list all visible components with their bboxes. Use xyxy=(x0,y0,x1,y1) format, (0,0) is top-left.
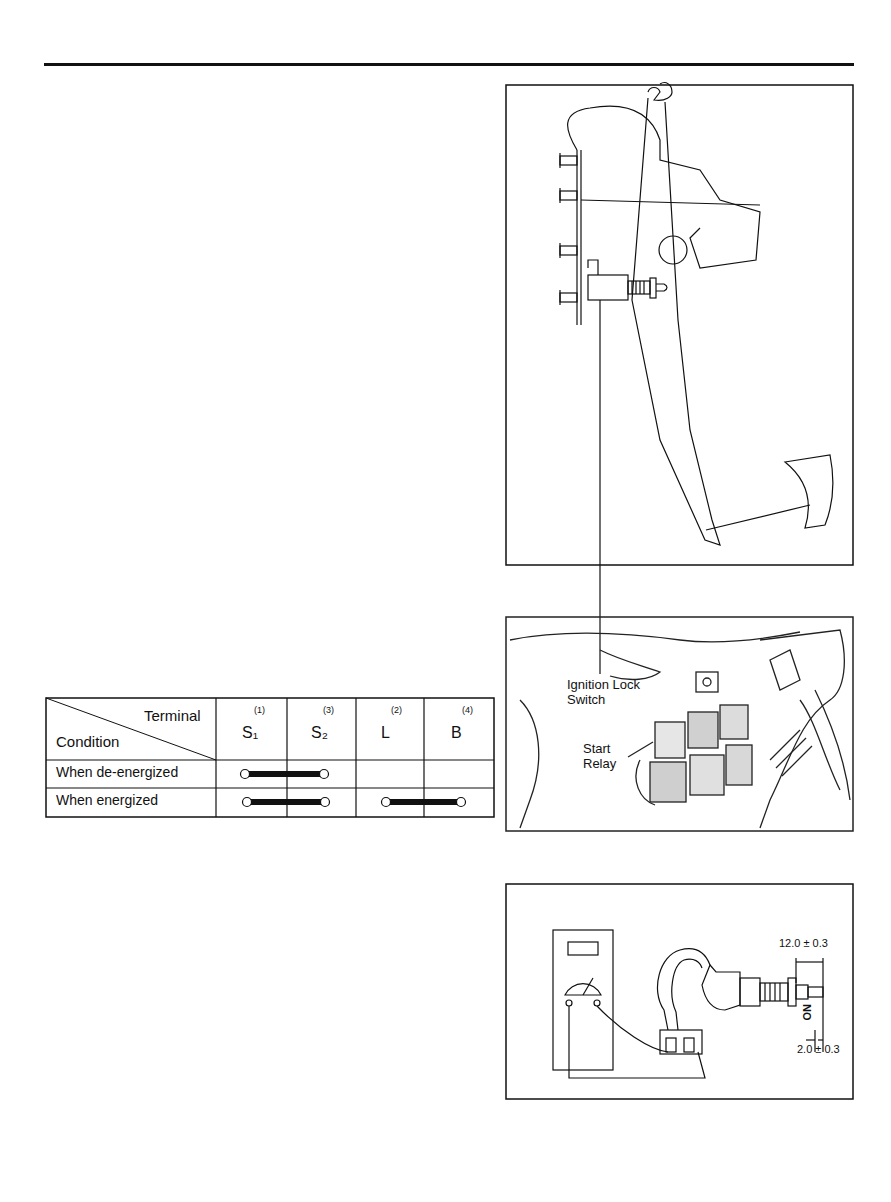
terminal-name: L xyxy=(381,724,390,742)
terminal-name: B xyxy=(451,724,462,742)
header-rule xyxy=(44,63,854,66)
table-header: Terminal xyxy=(144,707,201,724)
part-label: Ignition Lock Switch xyxy=(567,678,659,708)
switch-test-illustration xyxy=(506,884,853,1099)
table-row-label: When energized xyxy=(56,792,158,808)
pin-number: (1) xyxy=(254,705,265,715)
dimension: 2.0 ± 0.3 xyxy=(797,1043,840,1056)
table-row-label: When de-energized xyxy=(56,764,178,780)
table-grid xyxy=(46,698,494,817)
pin-number: (4) xyxy=(462,705,473,715)
dimension: 12.0 ± 0.3 xyxy=(779,937,828,950)
terminal-name: S₁ xyxy=(242,724,258,742)
part-label: Start Relay xyxy=(583,742,627,772)
pin-number: (3) xyxy=(323,705,334,715)
terminal-name: S₂ xyxy=(311,724,328,742)
pedal-illustration xyxy=(506,83,853,674)
continuity-bars xyxy=(241,770,466,807)
pin-number: (2) xyxy=(391,705,402,715)
start-relay-photo xyxy=(506,617,853,831)
dimension: ON xyxy=(801,1004,814,1021)
table-header: Condition xyxy=(56,733,119,750)
